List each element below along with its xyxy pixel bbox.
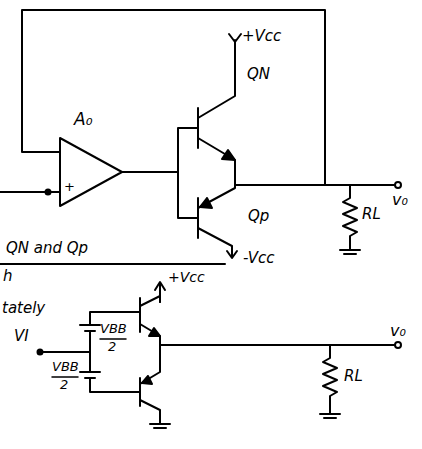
output-wire [235,184,394,186]
npn-base [197,108,199,148]
battery-label: 2 [108,340,116,354]
npn-collector [198,40,235,118]
battery-label-holder: VBB [100,322,127,336]
input-terminal [38,350,43,355]
transistor-label: Qp [248,208,269,225]
input-sign-holder: + [64,180,75,194]
supply-label: +Vcc [242,28,281,45]
npn-emitter [198,138,235,185]
resistor-label: RL [362,206,381,223]
signal-label-holder: VI [14,328,29,345]
npn-collector [140,296,160,306]
supply-label-holder: +Vcc [168,270,205,285]
note-text: tately [2,300,45,317]
input-wire [40,351,90,353]
supply-arrow [227,251,237,258]
battery-label: VBB [100,322,127,336]
battery-label: 2 [60,378,68,392]
pnp-emitter [140,345,160,384]
battery-label-holder: 2 [60,378,68,392]
battery-label-holder: 2 [108,340,116,354]
separator-line [0,263,225,265]
supply-label: -Vcc [243,250,275,267]
supply-label: +Vcc [168,270,205,285]
opamp-symbol [60,138,122,206]
supply-arrow [229,34,241,42]
resistor-symbol [320,345,340,418]
emitter-arrow [149,328,160,336]
amplifier-gain-holder: A₀ [74,110,92,129]
resistor-label: RL [344,368,363,385]
transistor-label: QN [247,66,270,83]
output-wire [160,344,394,346]
pnp-emitter [198,185,235,208]
output-label: v₀ [392,191,408,209]
base-wire [122,128,198,218]
feedback-wire [22,10,325,185]
resistor-symbol [340,185,360,254]
pnp-collector [140,400,170,428]
amplifier-gain: A₀ [74,110,92,129]
output-label-holder: v₀ [392,191,408,209]
resistor-label-holder: RL [344,368,363,385]
emitter-arrow [142,376,152,384]
output-label-holder: v₀ [390,322,406,340]
note-text-holder: h [3,268,13,285]
signal-label: VI [14,328,29,345]
transistor-label-holder: Qp [248,208,269,225]
supply-label-holder: -Vcc [243,250,275,267]
output-terminal [395,342,401,348]
transistor-label-holder: QN [247,66,270,83]
input-terminal [46,190,51,195]
pnp-base [197,198,199,238]
fraction-bar [52,339,126,377]
resistor-label-holder: RL [362,206,381,223]
supply-label-holder: +Vcc [242,28,281,45]
output-terminal [395,182,401,188]
emitter-arrow [222,150,235,160]
note-text-holder: QN and Qp [6,240,88,257]
battery-label-holder: VBB [52,360,79,374]
npn-base [139,298,141,332]
npn-emitter [140,324,160,345]
input-sign: + [64,180,75,194]
note-text: h [3,268,13,285]
emitter-arrow [200,198,212,208]
note-text: QN and Qp [6,240,88,257]
note-text-holder: tately [2,300,45,317]
battery-label: VBB [52,360,79,374]
output-label: v₀ [390,322,406,340]
